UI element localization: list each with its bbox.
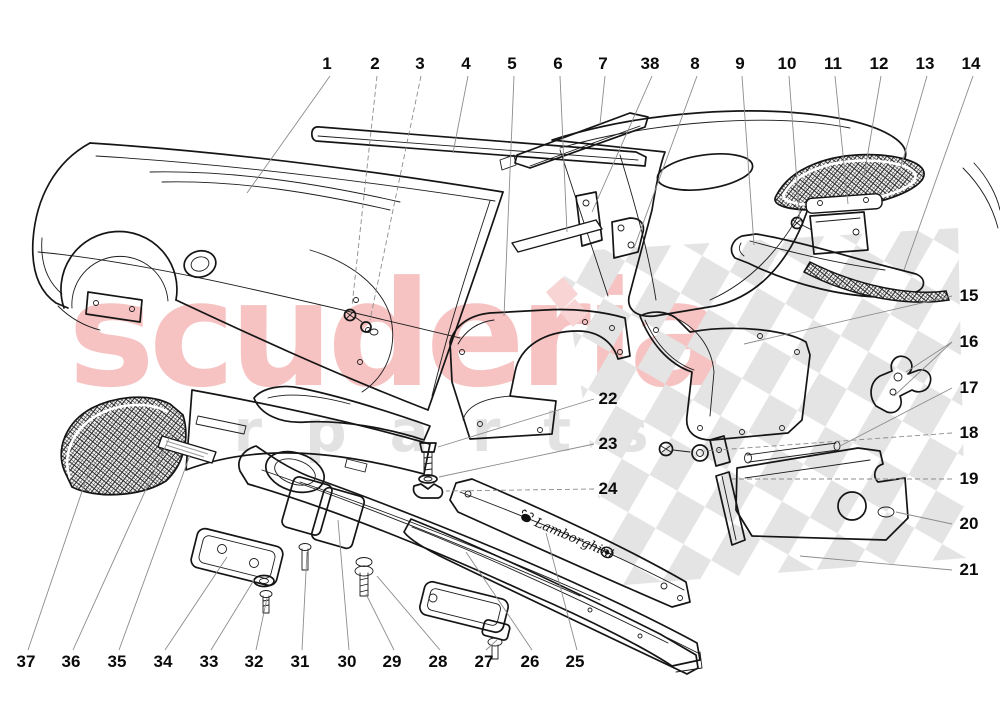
clip-24 bbox=[412, 483, 444, 499]
bolt-29 bbox=[355, 557, 373, 567]
callout-20: 20 bbox=[959, 514, 979, 533]
washer-19 bbox=[691, 444, 709, 462]
outer-sill-panel bbox=[403, 518, 703, 675]
pipe-clamp bbox=[870, 355, 932, 414]
callout-28: 28 bbox=[428, 652, 448, 671]
fender-fasteners bbox=[343, 308, 379, 336]
callout-5: 5 bbox=[507, 54, 517, 73]
callout-19: 19 bbox=[959, 469, 979, 488]
callout-27: 27 bbox=[474, 652, 494, 671]
callout-4: 4 bbox=[461, 54, 471, 73]
screw-32 bbox=[259, 590, 273, 598]
callout-37: 37 bbox=[16, 652, 36, 671]
callout-23: 23 bbox=[598, 434, 618, 453]
callout-33: 33 bbox=[199, 652, 219, 671]
fender-trim-strip bbox=[310, 126, 647, 167]
callout-8: 8 bbox=[690, 54, 700, 73]
tube-17 bbox=[746, 442, 839, 463]
washer-23 bbox=[418, 474, 438, 484]
front-wheelarch-liner bbox=[449, 308, 631, 440]
callout-9: 9 bbox=[735, 54, 745, 73]
callout-11: 11 bbox=[824, 54, 842, 73]
callout-31: 31 bbox=[290, 652, 310, 671]
callout-7: 7 bbox=[598, 54, 608, 73]
callout-21: 21 bbox=[959, 560, 979, 579]
mounting-pads bbox=[281, 476, 374, 597]
callout-26: 26 bbox=[520, 652, 540, 671]
callout-38: 38 bbox=[640, 54, 660, 73]
callout-13: 13 bbox=[915, 54, 935, 73]
callout-12: 12 bbox=[869, 54, 889, 73]
callout-35: 35 bbox=[107, 652, 127, 671]
corner-piece bbox=[962, 162, 1000, 229]
callout-16: 16 bbox=[959, 332, 979, 351]
callout-25: 25 bbox=[565, 652, 585, 671]
leader-lines bbox=[27, 75, 974, 651]
rear-wheelarch-liner bbox=[639, 311, 811, 441]
callout-34: 34 bbox=[153, 652, 173, 671]
bolt-22-head bbox=[419, 442, 437, 453]
grille-bracket-group bbox=[790, 193, 883, 255]
callout-36: 36 bbox=[61, 652, 81, 671]
callout-18: 18 bbox=[959, 423, 979, 442]
callout-24: 24 bbox=[598, 479, 618, 498]
inner-sill-panel-group bbox=[658, 435, 909, 546]
bolt-18 bbox=[658, 441, 674, 457]
callout-32: 32 bbox=[244, 652, 264, 671]
fastener-22-23-24 bbox=[412, 442, 444, 499]
callout-6: 6 bbox=[553, 54, 563, 73]
label-sticker bbox=[157, 435, 217, 464]
callout-1: 1 bbox=[322, 54, 332, 73]
edge-strip-21 bbox=[715, 471, 746, 546]
lower-mesh-strip bbox=[802, 261, 950, 303]
screw-31 bbox=[298, 543, 312, 551]
callout-22: 22 bbox=[598, 389, 618, 408]
callout-30: 30 bbox=[337, 652, 357, 671]
callout-3: 3 bbox=[415, 54, 425, 73]
callout-14: 14 bbox=[961, 54, 981, 73]
front-fender-panel bbox=[31, 142, 504, 411]
stud-plate-front bbox=[190, 527, 284, 614]
callout-2: 2 bbox=[370, 54, 380, 73]
washer-33 bbox=[253, 574, 275, 588]
stud-plate-rear bbox=[419, 580, 511, 660]
callout-17: 17 bbox=[959, 378, 979, 397]
lower-flank-panel bbox=[185, 385, 431, 475]
callout-29: 29 bbox=[382, 652, 402, 671]
callout-15: 15 bbox=[959, 286, 979, 305]
checkered-flag-motif bbox=[546, 228, 966, 586]
callout-10: 10 bbox=[777, 54, 797, 73]
bolt-10 bbox=[790, 216, 804, 230]
